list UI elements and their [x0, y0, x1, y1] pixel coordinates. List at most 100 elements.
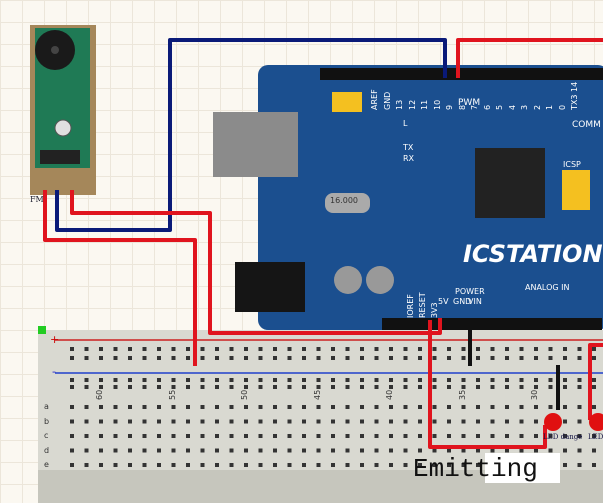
breadboard-hole[interactable]: [345, 347, 350, 351]
breadboard-hole[interactable]: [113, 347, 118, 351]
breadboard-hole[interactable]: [490, 434, 495, 438]
breadboard-hole[interactable]: [476, 463, 480, 467]
breadboard-hole[interactable]: [215, 356, 219, 360]
breadboard-hole[interactable]: [316, 419, 321, 424]
breadboard-hole[interactable]: [418, 419, 422, 424]
breadboard-hole[interactable]: [374, 385, 379, 389]
breadboard-hole[interactable]: [505, 405, 509, 409]
breadboard-hole[interactable]: [534, 434, 538, 438]
breadboard-hole[interactable]: [200, 434, 205, 438]
breadboard-hole[interactable]: [476, 434, 480, 438]
breadboard-hole[interactable]: [534, 356, 538, 360]
breadboard-hole[interactable]: [273, 434, 277, 438]
breadboard-hole[interactable]: [476, 419, 480, 424]
breadboard-hole[interactable]: [99, 463, 103, 467]
breadboard-hole[interactable]: [403, 463, 408, 467]
breadboard-hole[interactable]: [447, 378, 451, 382]
breadboard-hole[interactable]: [229, 356, 234, 360]
breadboard-hole[interactable]: [345, 385, 350, 389]
breadboard-hole[interactable]: [142, 434, 147, 438]
breadboard-hole[interactable]: [128, 419, 132, 424]
breadboard-hole[interactable]: [432, 356, 437, 360]
breadboard-hole[interactable]: [302, 347, 306, 351]
breadboard-hole[interactable]: [244, 463, 248, 467]
breadboard-hole[interactable]: [519, 378, 524, 382]
breadboard-hole[interactable]: [360, 385, 364, 389]
breadboard-hole[interactable]: [142, 448, 147, 453]
breadboard-hole[interactable]: [403, 448, 408, 453]
breadboard-hole[interactable]: [273, 419, 277, 424]
breadboard-hole[interactable]: [171, 385, 176, 389]
breadboard-hole[interactable]: [360, 356, 364, 360]
breadboard-hole[interactable]: [447, 419, 451, 424]
breadboard-hole[interactable]: [548, 378, 553, 382]
breadboard-hole[interactable]: [389, 405, 393, 409]
breadboard-hole[interactable]: [374, 463, 379, 467]
breadboard-hole[interactable]: [113, 419, 118, 424]
breadboard-hole[interactable]: [99, 385, 103, 389]
breadboard-hole[interactable]: [287, 448, 292, 453]
breadboard-hole[interactable]: [519, 405, 524, 409]
breadboard-hole[interactable]: [128, 356, 132, 360]
breadboard-hole[interactable]: [186, 419, 190, 424]
breadboard-hole[interactable]: [577, 385, 582, 389]
breadboard-hole[interactable]: [461, 378, 466, 382]
breadboard-hole[interactable]: [418, 463, 422, 467]
breadboard-hole[interactable]: [563, 356, 567, 360]
breadboard-hole[interactable]: [519, 356, 524, 360]
breadboard-hole[interactable]: [244, 405, 248, 409]
breadboard-hole[interactable]: [244, 378, 248, 382]
breadboard-hole[interactable]: [432, 419, 437, 424]
breadboard-hole[interactable]: [157, 463, 161, 467]
breadboard-hole[interactable]: [345, 378, 350, 382]
breadboard-hole[interactable]: [447, 434, 451, 438]
breadboard-hole[interactable]: [215, 463, 219, 467]
breadboard-hole[interactable]: [490, 405, 495, 409]
breadboard-hole[interactable]: [418, 434, 422, 438]
breadboard-hole[interactable]: [418, 356, 422, 360]
breadboard-hole[interactable]: [171, 356, 176, 360]
breadboard-hole[interactable]: [432, 385, 437, 389]
breadboard-hole[interactable]: [200, 378, 205, 382]
breadboard-hole[interactable]: [200, 385, 205, 389]
breadboard-hole[interactable]: [273, 385, 277, 389]
breadboard-hole[interactable]: [331, 448, 335, 453]
breadboard-hole[interactable]: [229, 419, 234, 424]
breadboard-hole[interactable]: [302, 434, 306, 438]
breadboard-hole[interactable]: [316, 378, 321, 382]
breadboard-hole[interactable]: [360, 378, 364, 382]
breadboard-hole[interactable]: [374, 405, 379, 409]
breadboard-hole[interactable]: [113, 448, 118, 453]
breadboard-hole[interactable]: [215, 434, 219, 438]
breadboard-hole[interactable]: [563, 448, 567, 453]
breadboard-hole[interactable]: [461, 448, 466, 453]
breadboard-hole[interactable]: [157, 356, 161, 360]
breadboard-hole[interactable]: [229, 385, 234, 389]
breadboard-hole[interactable]: [476, 356, 480, 360]
breadboard-hole[interactable]: [287, 405, 292, 409]
breadboard-hole[interactable]: [302, 419, 306, 424]
breadboard-hole[interactable]: [447, 347, 451, 351]
breadboard-hole[interactable]: [287, 385, 292, 389]
breadboard-hole[interactable]: [244, 385, 248, 389]
breadboard-hole[interactable]: [186, 378, 190, 382]
breadboard-hole[interactable]: [505, 448, 509, 453]
breadboard-hole[interactable]: [244, 419, 248, 424]
breadboard-hole[interactable]: [157, 405, 161, 409]
breadboard-hole[interactable]: [331, 347, 335, 351]
breadboard-hole[interactable]: [128, 405, 132, 409]
breadboard-hole[interactable]: [577, 419, 582, 424]
breadboard-hole[interactable]: [534, 378, 538, 382]
breadboard-hole[interactable]: [592, 448, 596, 453]
breadboard-hole[interactable]: [99, 347, 103, 351]
breadboard-hole[interactable]: [302, 448, 306, 453]
breadboard-hole[interactable]: [157, 448, 161, 453]
breadboard-hole[interactable]: [592, 434, 596, 438]
breadboard-hole[interactable]: [99, 434, 103, 438]
breadboard-hole[interactable]: [476, 448, 480, 453]
breadboard-hole[interactable]: [200, 419, 205, 424]
breadboard-hole[interactable]: [490, 385, 495, 389]
breadboard-hole[interactable]: [316, 385, 321, 389]
breadboard-hole[interactable]: [476, 378, 480, 382]
breadboard-hole[interactable]: [331, 419, 335, 424]
